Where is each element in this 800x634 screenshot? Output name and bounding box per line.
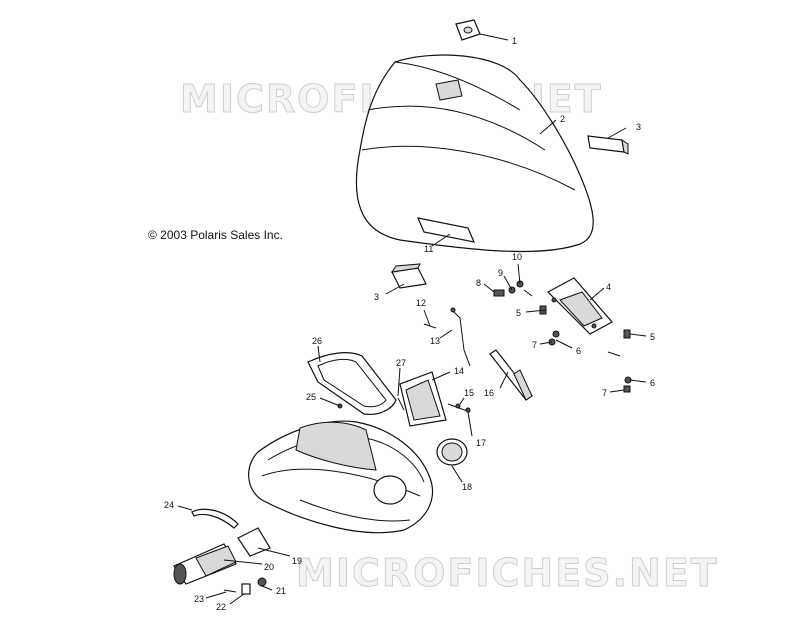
part-20-grip — [173, 543, 237, 585]
part-11-strip — [416, 217, 476, 243]
callout-2: 2 — [560, 114, 565, 124]
part-27-clip — [397, 397, 405, 411]
part-4-bracket — [547, 277, 613, 335]
callout-3-upper: 3 — [636, 122, 641, 132]
parts-21-23-hardware — [223, 577, 267, 595]
callout-18: 18 — [462, 482, 472, 492]
callout-1: 1 — [512, 36, 517, 46]
callout-3-lower: 3 — [374, 292, 379, 302]
callout-9: 9 — [498, 268, 503, 278]
callout-8: 8 — [476, 278, 481, 288]
callout-labels: 1 2 3 3 4 5 5 6 6 7 7 8 9 10 11 12 13 14… — [164, 36, 655, 612]
callout-24: 24 — [164, 500, 174, 510]
callout-16: 16 — [484, 388, 494, 398]
callout-10: 10 — [512, 252, 522, 262]
part-24-handle — [191, 508, 239, 529]
parts-15-17-screws — [447, 403, 471, 413]
console-body — [248, 420, 434, 534]
part-19-grip-sleeve — [237, 527, 271, 557]
callout-23: 23 — [194, 594, 204, 604]
callout-11: 11 — [424, 244, 433, 254]
part-14-plate — [399, 371, 447, 427]
part-18-cap — [436, 438, 468, 466]
copyright-notice: © 2003 Polaris Sales Inc. — [148, 228, 283, 242]
callout-20: 20 — [264, 562, 274, 572]
callout-22: 22 — [216, 602, 226, 612]
part-1-tab — [455, 19, 481, 41]
callout-7-left: 7 — [532, 340, 537, 350]
callout-12: 12 — [416, 298, 426, 308]
callout-26: 26 — [312, 336, 322, 346]
leader-lines — [177, 33, 647, 605]
callout-17: 17 — [476, 438, 486, 448]
callout-7-right: 7 — [602, 388, 607, 398]
callout-19: 19 — [292, 556, 302, 566]
watermark-bottom: MICROFICHES.NET — [296, 551, 719, 595]
callout-21: 21 — [276, 586, 286, 596]
callout-6-right: 6 — [650, 378, 655, 388]
callout-27: 27 — [396, 358, 406, 368]
part-3-pad-upper — [587, 135, 629, 155]
callout-13: 13 — [430, 336, 440, 346]
callout-4: 4 — [606, 282, 611, 292]
part-3-pad-lower — [390, 263, 427, 289]
part-26-frame — [307, 352, 397, 415]
part-2-hood — [355, 54, 594, 253]
part-13-cable — [450, 307, 471, 367]
callout-14: 14 — [454, 366, 464, 376]
part-16-strut — [489, 349, 533, 401]
callout-6-left: 6 — [576, 346, 581, 356]
callout-15: 15 — [464, 388, 474, 398]
callout-25: 25 — [306, 392, 316, 402]
callout-5-right: 5 — [650, 332, 655, 342]
callout-5-left: 5 — [516, 308, 521, 318]
